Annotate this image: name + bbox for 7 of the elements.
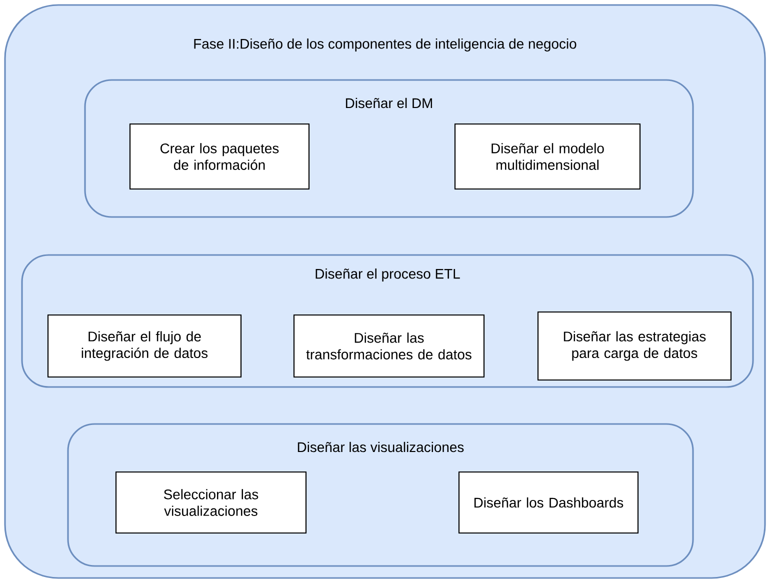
process-box: Diseñar las transformaciones de datos [293, 314, 485, 378]
process-box: Diseñar las estrategias para carga de datos [537, 311, 732, 381]
process-box: Crear los paquetes de información [129, 123, 310, 190]
process-box: Diseñar el flujo de integración de datos [47, 314, 242, 378]
process-box: Diseñar los Dashboards [458, 471, 639, 534]
process-box: Seleccionar las visualizaciones [115, 471, 307, 534]
process-box: Diseñar el modelo multidimensional [454, 123, 641, 190]
